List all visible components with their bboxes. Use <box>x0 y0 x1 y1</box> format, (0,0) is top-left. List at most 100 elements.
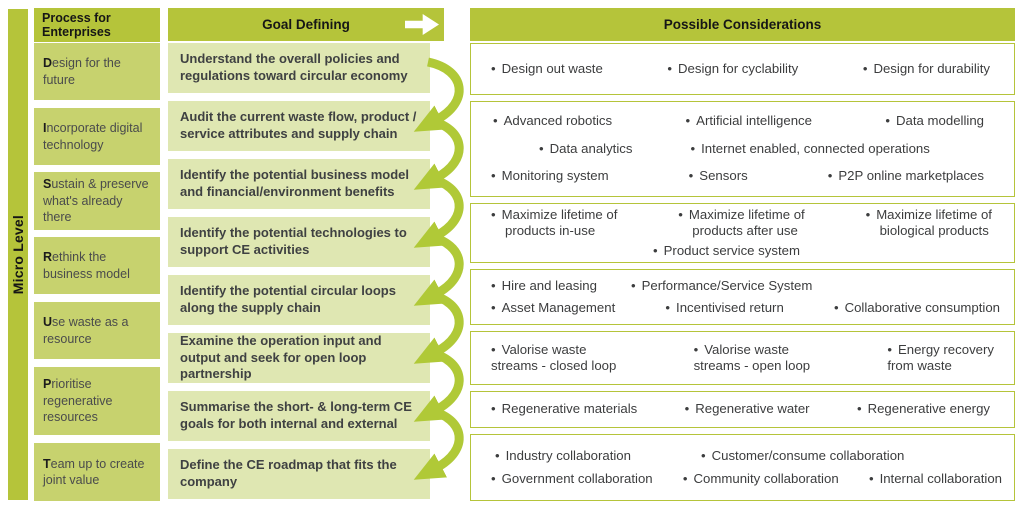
bullet-icon <box>653 243 664 258</box>
goal-step: Identify the potential business model an… <box>168 159 430 209</box>
consideration-item: Advanced robotics <box>493 113 612 129</box>
bullet-icon <box>694 342 705 357</box>
consideration-item: Design for durability <box>863 61 990 77</box>
goal-defining-label: Goal Defining <box>262 17 350 32</box>
bullet-icon <box>491 168 502 183</box>
process-header: Process for Enterprises <box>34 8 160 42</box>
bullet-icon <box>885 113 896 128</box>
bullet-icon <box>678 207 689 222</box>
micro-level-label: Micro Level <box>10 214 26 295</box>
considerations-box: Advanced robotics Artificial intelligenc… <box>470 101 1015 197</box>
flow-arrow-icon <box>413 231 464 306</box>
process-item: Use waste as a resource <box>34 302 160 359</box>
process-item: Design for the future <box>34 43 160 100</box>
considerations-row: Hire and leasing Performance/Service Sys… <box>471 278 1014 294</box>
considerations-row: Design out waste Design for cyclability … <box>471 61 1014 77</box>
consideration-item: Incentivised return <box>665 300 783 316</box>
bullet-icon <box>863 61 874 76</box>
bullet-icon <box>869 471 880 486</box>
bullet-icon <box>887 342 898 357</box>
bullet-icon <box>491 300 502 315</box>
process-item: Rethink the business model <box>34 237 160 294</box>
bullet-icon <box>491 471 502 486</box>
process-item-label: Prioritise regenerative resources <box>43 377 113 425</box>
process-item-label: Use waste as a resource <box>43 315 129 346</box>
consideration-item: Community collaboration <box>683 471 839 487</box>
bullet-icon <box>866 207 877 222</box>
goal-step: Identify the potential circular loops al… <box>168 275 430 325</box>
consideration-item: Product service system <box>653 243 800 259</box>
bullet-icon <box>690 141 701 156</box>
goal-step: Summarise the short- & long-term CE goal… <box>168 391 430 441</box>
flow-arrow-icon <box>413 347 464 422</box>
bullet-icon <box>685 401 696 416</box>
consideration-item: Industry collaboration <box>495 448 631 464</box>
flow-arrow-icon <box>413 115 464 190</box>
considerations-row: Asset Management Incentivised return Col… <box>471 300 1014 316</box>
bullet-icon <box>491 401 502 416</box>
bullet-icon <box>491 207 502 222</box>
process-item-label: Rethink the business model <box>43 250 130 281</box>
flow-arrow-icon <box>413 57 464 132</box>
consideration-item: Hire and leasing <box>491 278 597 294</box>
considerations-row: Monitoring system Sensors P2P online mar… <box>471 168 1014 184</box>
considerations-box: Design out waste Design for cyclability … <box>470 43 1015 95</box>
process-item-label: Team up to create joint value <box>43 456 145 488</box>
bullet-icon <box>539 141 550 156</box>
considerations-row: Regenerative materials Regenerative wate… <box>471 401 1014 417</box>
bullet-icon <box>689 168 700 183</box>
consideration-item: Internal collaboration <box>869 471 1002 487</box>
consideration-item: Sensors <box>689 168 748 184</box>
goal-step: Identify the potential technologies to s… <box>168 217 430 267</box>
consideration-item: Regenerative water <box>685 401 810 417</box>
goal-defining-header: Goal Defining <box>168 8 444 41</box>
bullet-icon <box>667 61 678 76</box>
bullet-icon <box>491 342 502 357</box>
goal-step: Understand the overall policies and regu… <box>168 43 430 93</box>
consideration-item: Artificial intelligence <box>686 113 812 129</box>
consideration-item: Data modelling <box>885 113 984 129</box>
considerations-box: Regenerative materials Regenerative wate… <box>470 391 1015 428</box>
micro-level-bar: Micro Level <box>8 9 28 500</box>
process-item-label: Sustain & preserve what's already there <box>43 177 149 225</box>
consideration-item: Government collaboration <box>491 471 653 487</box>
consideration-item: Customer/consume collaboration <box>701 448 904 464</box>
consideration-item: Design out waste <box>491 61 603 77</box>
bullet-icon <box>683 471 694 486</box>
considerations-row: Product service system <box>471 243 1014 259</box>
goal-step: Audit the current waste flow, product / … <box>168 101 430 151</box>
bullet-icon <box>495 448 506 463</box>
process-item: Sustain & preserve what's already there <box>34 172 160 230</box>
considerations-box: Industry collaboration Customer/consume … <box>470 434 1015 501</box>
consideration-item: Collaborative consumption <box>834 300 1000 316</box>
considerations-box: Hire and leasing Performance/Service Sys… <box>470 269 1015 325</box>
considerations-header: Possible Considerations <box>470 8 1015 41</box>
considerations-row: Advanced robotics Artificial intelligenc… <box>471 113 1014 129</box>
consideration-item: Internet enabled, connected operations <box>690 141 929 157</box>
considerations-row: Industry collaboration Customer/consume … <box>471 448 1014 464</box>
bullet-icon <box>493 113 504 128</box>
bullet-icon <box>491 61 502 76</box>
bullet-icon <box>631 278 642 293</box>
process-item: Incorporate digital technology <box>34 108 160 165</box>
right-arrow-icon <box>405 14 439 35</box>
goal-step: Define the CE roadmap that fits the comp… <box>168 449 430 499</box>
process-item: Team up to create joint value <box>34 443 160 501</box>
process-item-label: Design for the future <box>43 56 121 87</box>
bullet-icon <box>857 401 868 416</box>
consideration-item: Design for cyclability <box>667 61 798 77</box>
consideration-item: Performance/Service System <box>631 278 812 294</box>
consideration-item: P2P online marketplaces <box>828 168 984 184</box>
flow-arrow-icon <box>413 173 464 248</box>
bullet-icon <box>491 278 502 293</box>
